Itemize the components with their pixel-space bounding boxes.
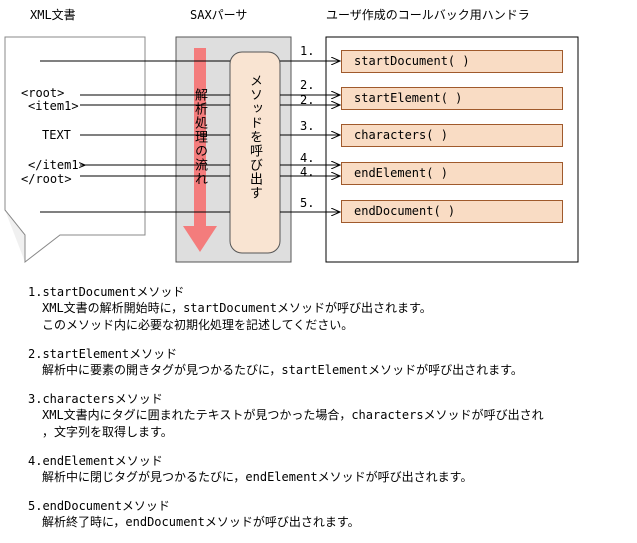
- xml-document-heading: XML文書: [30, 8, 76, 22]
- callback-end-document: endDocument( ): [341, 200, 563, 223]
- method-call-box: [229, 51, 281, 254]
- xml-line-item1-open: <item1>: [28, 99, 79, 113]
- user-handler-heading: ユーザ作成のコールバック用ハンドラ: [326, 8, 530, 22]
- note-line: このメソッド内に必要な初期化処理を記述してください。: [42, 318, 354, 332]
- call-arrows: [280, 61, 340, 212]
- step-number: 2.: [300, 93, 315, 107]
- note-body: XML文書内にタグに囲まれたテキストが見つかった場合，charactersメソッ…: [28, 407, 628, 441]
- note-body: XML文書の解析開始時に，startDocumentメソッドが呼び出されます。 …: [28, 300, 628, 334]
- sax-diagram: [4, 36, 579, 264]
- method-call-label: メソッドを呼び出す: [247, 74, 262, 200]
- note-end-element: 4.endElementメソッド 解析中に閉じタグが見つかるたびに，endEle…: [28, 453, 628, 486]
- step-number: 4.: [300, 165, 315, 179]
- input-lines: [40, 60, 230, 213]
- step-number: 3.: [300, 119, 315, 133]
- method-notes: 1.startDocumentメソッド XML文書の解析開始時に，startDo…: [28, 284, 628, 543]
- xml-document-icon: [4, 36, 146, 264]
- note-title: 2.startElementメソッド: [28, 347, 178, 361]
- callback-start-element: startElement( ): [341, 87, 563, 110]
- callback-end-element: endElement( ): [341, 162, 563, 185]
- step-number: 5.: [300, 196, 315, 210]
- note-line: ，文字列を取得します。: [42, 425, 173, 439]
- xml-line-item1-close: </item1>: [28, 158, 86, 172]
- step-number: 1.: [300, 44, 315, 58]
- note-end-document: 5.endDocumentメソッド 解析終了時に，endDocumentメソッド…: [28, 498, 628, 531]
- step-number: 4.: [300, 151, 315, 165]
- parse-flow-label: 解析処理の流れ: [192, 88, 207, 186]
- note-line: 解析終了時に，endDocumentメソッドが呼び出されます。: [42, 515, 360, 529]
- note-line: XML文書の解析開始時に，startDocumentメソッドが呼び出されます。: [42, 301, 432, 315]
- sax-parser-heading: SAXパーサ: [190, 8, 248, 22]
- note-start-document: 1.startDocumentメソッド XML文書の解析開始時に，startDo…: [28, 284, 628, 334]
- note-line: 解析中に閉じタグが見つかるたびに，endElementメソッドが呼び出されます。: [42, 470, 473, 484]
- note-title: 1.startDocumentメソッド: [28, 285, 185, 299]
- parse-flow-arrow: [183, 48, 217, 252]
- callback-characters: characters( ): [341, 124, 563, 147]
- note-line: 解析中に要素の開きタグが見つかるたびに，startElementメソッドが呼び出…: [42, 363, 523, 377]
- note-start-element: 2.startElementメソッド 解析中に要素の開きタグが見つかるたびに，s…: [28, 346, 628, 379]
- note-body: 解析終了時に，endDocumentメソッドが呼び出されます。: [28, 514, 628, 531]
- callback-start-document: startDocument( ): [341, 50, 563, 73]
- xml-line-text: TEXT: [42, 128, 71, 142]
- user-handler-box: [325, 36, 579, 263]
- note-body: 解析中に要素の開きタグが見つかるたびに，startElementメソッドが呼び出…: [28, 362, 628, 379]
- note-title: 4.endElementメソッド: [28, 454, 163, 468]
- xml-line-root-open: <root>: [21, 86, 65, 100]
- xml-line-root-close: </root>: [21, 172, 72, 186]
- note-body: 解析中に閉じタグが見つかるたびに，endElementメソッドが呼び出されます。: [28, 469, 628, 486]
- note-title: 3.charactersメソッド: [28, 392, 163, 406]
- note-line: XML文書内にタグに囲まれたテキストが見つかった場合，charactersメソッ…: [42, 408, 544, 422]
- note-characters: 3.charactersメソッド XML文書内にタグに囲まれたテキストが見つかっ…: [28, 391, 628, 441]
- step-number: 2.: [300, 78, 315, 92]
- note-title: 5.endDocumentメソッド: [28, 499, 170, 513]
